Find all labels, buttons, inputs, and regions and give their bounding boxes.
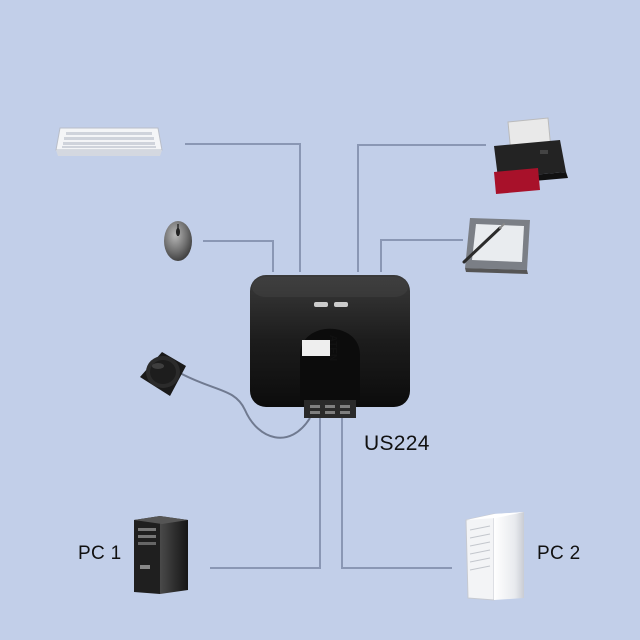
device-model-label: US224 (364, 432, 430, 455)
mouse-icon (164, 221, 192, 261)
tablet-cable (380, 239, 463, 272)
pc2-cable (341, 418, 452, 569)
printer-icon (494, 117, 568, 194)
remote-cable (177, 371, 311, 439)
led-indicator-2 (334, 302, 348, 307)
kvm-switch-device: ATEN (250, 275, 410, 418)
keyboard-icon (55, 127, 163, 156)
connector-lines (177, 143, 486, 569)
remote-port-selector-icon (140, 352, 186, 396)
usb-port-bank (304, 400, 356, 418)
pc2-label: PC 2 (537, 543, 581, 564)
pc1-label: PC 1 (78, 543, 122, 564)
mouse-cable (203, 240, 274, 272)
led-indicator-1 (314, 302, 328, 307)
printer-cable (357, 144, 486, 272)
pc1-tower-icon (134, 516, 188, 594)
keyboard-cable (185, 143, 301, 272)
pc1-cable (210, 418, 321, 569)
pc2-tower-icon (465, 512, 524, 601)
brand-logo (302, 340, 330, 356)
brand-logo-text: ATEN (327, 335, 338, 361)
drawing-tablet-icon (462, 218, 530, 274)
